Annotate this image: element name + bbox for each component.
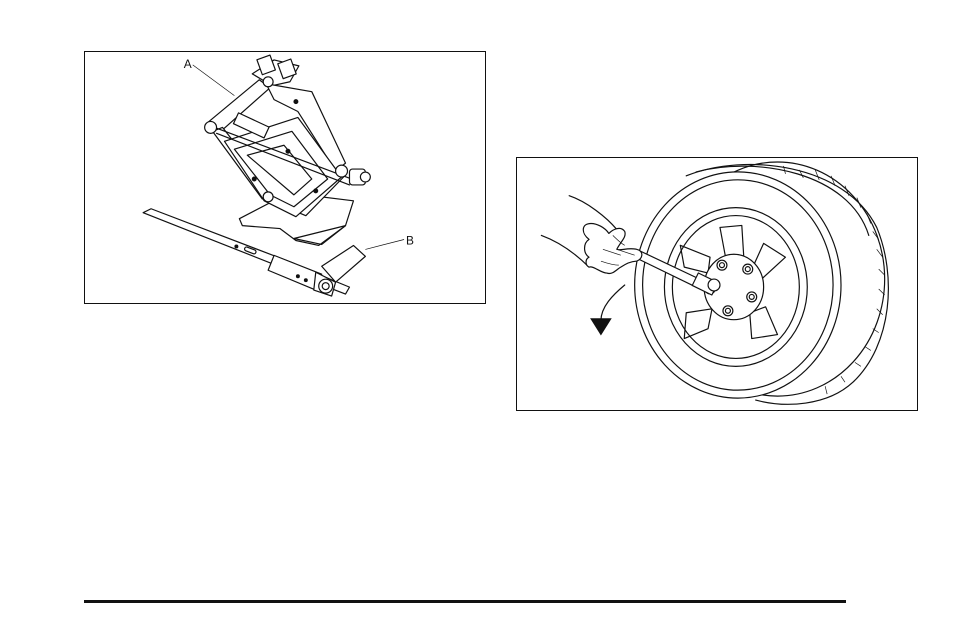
scissor-jack <box>205 55 371 245</box>
callout-b-leader <box>365 240 404 250</box>
wheel-wrench-illustration <box>516 157 918 411</box>
callout-a-label: A <box>184 57 192 71</box>
callout-a-leader <box>193 65 235 96</box>
callout-b-label: B <box>406 233 414 247</box>
hand <box>541 196 641 274</box>
page-footer-rule <box>84 600 846 603</box>
wheel-loosening-drawing <box>517 158 917 410</box>
rotation-arrow-icon <box>591 285 625 335</box>
scissor-jack-drawing: A B <box>85 52 485 303</box>
jack-illustration: A B <box>84 51 486 304</box>
